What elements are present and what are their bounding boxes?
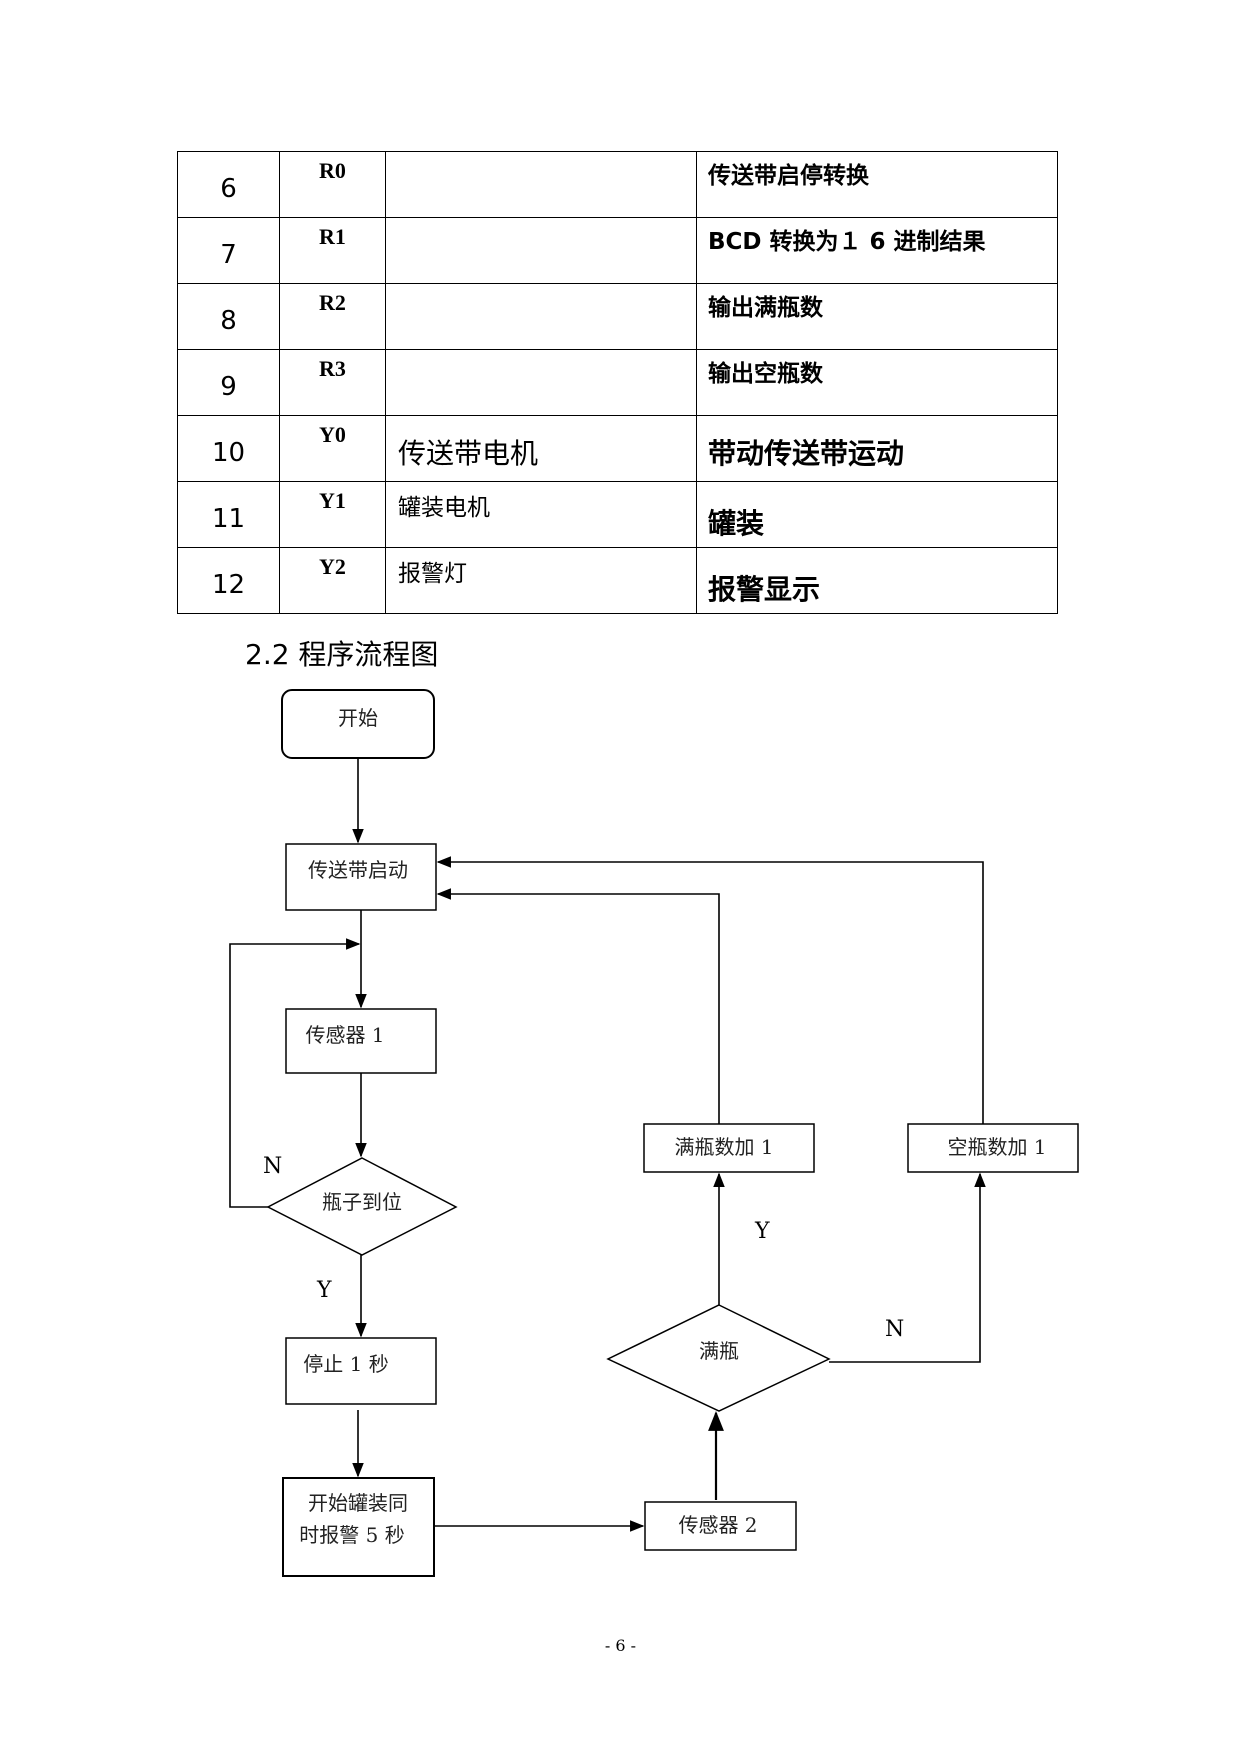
label-yes-bottle: Y — [316, 1278, 332, 1303]
bottle-in-place-label: 瓶子到位 — [322, 1190, 402, 1214]
io-address: Y1 — [319, 488, 346, 513]
empty-count-box — [907, 1123, 1079, 1173]
row-number: 6 — [220, 174, 237, 204]
arrow-full-count-to-conveyor — [436, 888, 720, 1124]
arrow-no-loop-back — [229, 938, 361, 1208]
device-name: 罐装电机 — [398, 495, 490, 521]
start-label: 开始 — [338, 706, 378, 730]
label-yes-full: Y — [754, 1219, 770, 1244]
function-description: 带动传送带运动 — [708, 437, 905, 470]
device-name: 报警灯 — [398, 561, 467, 587]
fill-alarm-label-line2: 时报警 5 秒 — [299, 1523, 404, 1547]
label-no-full: N — [885, 1317, 904, 1342]
io-address: R1 — [319, 224, 346, 249]
row-number: 8 — [220, 306, 237, 336]
table-row: 12 Y2 报警灯 报警显示 — [177, 547, 1058, 614]
table-row: 6 R0 传送带启停转换 — [177, 151, 1058, 218]
io-address: R0 — [319, 158, 346, 183]
row-number: 12 — [211, 570, 246, 600]
stop-1s-label: 停止 1 秒 — [303, 1352, 388, 1376]
section-title: 2.2 程序流程图 — [245, 638, 439, 671]
stop-1s-box — [285, 1337, 437, 1405]
arrow-not-full-to-empty — [829, 1172, 986, 1363]
row-number: 11 — [211, 504, 246, 534]
function-description: 输出满瓶数 — [708, 295, 823, 321]
flow-connectors — [229, 758, 986, 1532]
full-bottle-label: 满瓶 — [699, 1339, 739, 1363]
table-row: 11 Y1 罐装电机 罐装 — [177, 481, 1058, 548]
table-row: 8 R2 输出满瓶数 — [177, 283, 1058, 350]
label-no-bottle: N — [263, 1154, 282, 1179]
sensor2-label: 传感器 2 — [678, 1513, 757, 1537]
empty-count-label: 空瓶数加 1 — [947, 1135, 1046, 1159]
conveyor-start-box — [285, 843, 437, 911]
io-address: R2 — [319, 290, 346, 315]
fill-alarm-box — [282, 1477, 435, 1577]
row-number: 10 — [211, 438, 246, 468]
bottle-in-place-decision — [266, 1157, 458, 1256]
table-row: 7 R1 BCD 转换为１ 6 进制结果 — [177, 217, 1058, 284]
io-address: Y0 — [319, 422, 346, 447]
function-description: BCD 转换为１ 6 进制结果 — [708, 229, 986, 255]
row-number: 9 — [220, 372, 237, 402]
fill-alarm-label-line1: 开始罐装同 — [308, 1491, 408, 1515]
function-description: 罐装 — [708, 507, 765, 540]
page-number: - 6 - — [604, 1636, 637, 1655]
conveyor-start-label: 传送带启动 — [308, 858, 408, 882]
function-description: 输出空瓶数 — [708, 361, 823, 387]
io-address: R3 — [319, 356, 346, 381]
full-count-box — [643, 1123, 815, 1173]
arrow-empty-count-to-conveyor — [436, 856, 984, 1124]
table-row: 9 R3 输出空瓶数 — [177, 349, 1058, 416]
table-row: 10 Y0 传送带电机 带动传送带运动 — [177, 415, 1058, 482]
device-name: 传送带电机 — [398, 437, 539, 470]
io-address: Y2 — [319, 554, 346, 579]
full-count-label: 满瓶数加 1 — [674, 1135, 773, 1159]
sensor1-label: 传感器 1 — [305, 1023, 384, 1047]
function-description: 传送带启停转换 — [708, 163, 869, 189]
row-number: 7 — [220, 240, 237, 270]
io-allocation-table: 6 R0 传送带启停转换 7 R1 BCD 转换为１ 6 进制结果 8 R2 输… — [177, 151, 1058, 614]
sensor2-box — [644, 1501, 797, 1551]
full-bottle-decision — [606, 1304, 831, 1412]
function-description: 报警显示 — [708, 573, 821, 606]
